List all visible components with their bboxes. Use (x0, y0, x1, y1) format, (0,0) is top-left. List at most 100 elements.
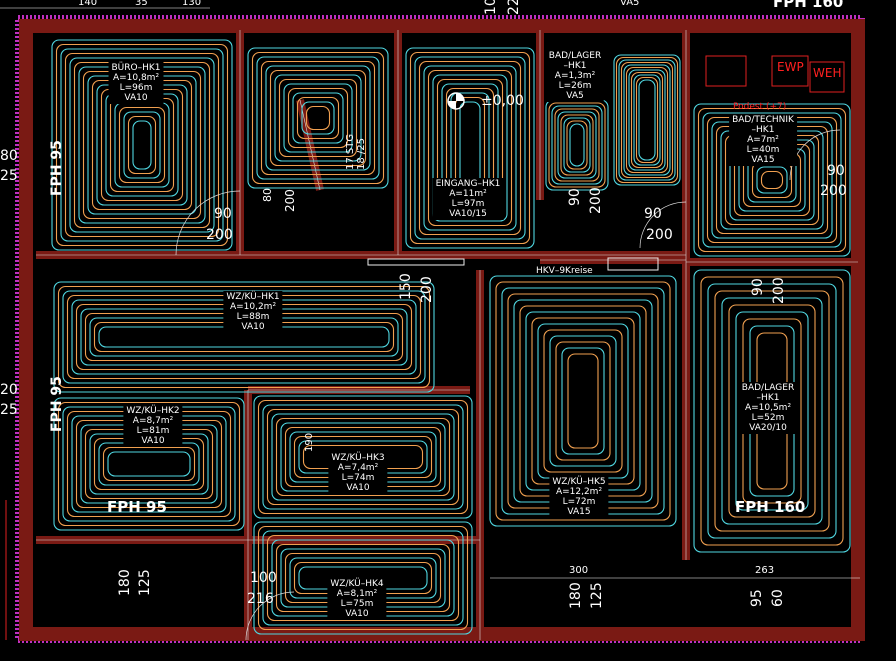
equip-box-ewp (771, 55, 809, 87)
door-dim-6a: 90 (750, 278, 766, 296)
fph95-label-vertical-top: FPH 95 (49, 140, 65, 196)
coil-badlager-bot-loop (728, 304, 816, 518)
bottom-dim-4: 216 (247, 591, 274, 607)
door-dim-6b: 200 (771, 277, 787, 304)
hkv-label: HKV–9Kreise (536, 266, 593, 276)
coil-buero-loop (118, 106, 166, 184)
fph160-label-bottom: FPH 160 (735, 498, 806, 516)
coil-eingang-loop (427, 69, 513, 227)
threshold (367, 258, 465, 266)
coil-stair-loop (292, 92, 344, 144)
door-dim-7b: 200 (283, 189, 297, 212)
coil-badlager-top-loop (551, 105, 603, 185)
coil-wzkue5-loop (549, 335, 617, 467)
coil-buero-loop (55, 43, 229, 247)
dim-left-3: 20 (0, 382, 18, 398)
coil-buero-loop (51, 39, 233, 251)
coil-wzkue3-loop (262, 404, 464, 510)
coil-wzkue5-loop (555, 341, 611, 461)
coil-wzkue5-loop (543, 329, 623, 473)
coil-buero-loop (64, 52, 220, 238)
coil-stair-loop (296, 96, 340, 140)
coil-buero-loop (127, 115, 157, 175)
coil-stair-loop (269, 69, 367, 167)
coil-eingang-loop (405, 47, 535, 249)
door-dim-1a: 90 (214, 206, 232, 222)
level-quadrant-b (448, 101, 456, 109)
top-right-dim-1: 10 (483, 0, 499, 15)
fph95-label-vertical-mid: FPH 95 (49, 376, 65, 432)
door-swing-0 (175, 190, 241, 256)
podest-label: Podest (+7) (733, 102, 787, 112)
coil-eingang-loop (418, 60, 522, 236)
coil-eingang-loop (414, 56, 526, 240)
manifold (607, 257, 659, 271)
coil-wzkue3-loop (275, 417, 451, 497)
coil-wzkue4-loop (266, 534, 460, 622)
coil-wzkue2-loop (107, 451, 191, 477)
coil-stair-loop (247, 47, 389, 189)
coil-badlager-red (613, 54, 681, 186)
coil-wzkue2-loop (102, 446, 196, 482)
coil-badlager-red-loop (618, 59, 676, 181)
coil-wzkue1-loop (53, 281, 435, 393)
weh-label: WEH (813, 66, 842, 80)
door-swing-2 (789, 129, 841, 181)
bottom-dim-9: 95 (749, 589, 765, 607)
coil-eingang-loop (423, 65, 517, 231)
dim-left-4: 25 (0, 402, 18, 418)
coil-badlager-red-loop (630, 71, 664, 169)
coil-buero-loop (69, 57, 215, 233)
coil-badlager-red-loop (623, 64, 671, 176)
coil-badtechnik-loop (697, 107, 847, 253)
coil-badlager-bot-loop (707, 283, 837, 539)
coil-badtechnik-loop (760, 170, 784, 190)
dim-left-1: 80 (0, 148, 18, 164)
coil-wzkue2-loop (57, 401, 241, 527)
coil-wzkue5-loop (561, 347, 605, 455)
fph95-label-bottom: FPH 95 (107, 498, 167, 516)
coil-badtechnik-loop (693, 103, 851, 257)
bottom-dim-5: 300 (569, 565, 589, 576)
coil-badlager-top-loop (563, 117, 591, 173)
coil-wzkue3-loop (271, 413, 455, 501)
coil-wzkue1 (53, 281, 435, 393)
coil-badlager-top-loop (569, 123, 585, 167)
coil-wzkue4-loop (253, 521, 473, 635)
coil-stair-loop (274, 74, 362, 162)
coil-eingang (405, 47, 535, 249)
coil-stair-loop (305, 105, 331, 131)
bottom-dim-2: 125 (137, 569, 153, 596)
coil-badlager-top-loop (557, 111, 597, 179)
coil-badlager-top-loop (560, 114, 594, 176)
dim-top-2: 35 (135, 0, 148, 8)
coil-badlager-red-loop (633, 74, 661, 166)
equip-box-weh (809, 61, 845, 93)
coil-badlager-red-loop (615, 56, 679, 184)
bottom-dim-1: 180 (117, 569, 133, 596)
coil-eingang-loop (409, 51, 531, 245)
coil-stair (247, 47, 389, 189)
coil-badlager-bot-loop (735, 311, 809, 511)
coil-badlager-red-loop (638, 79, 656, 161)
coil-stair-loop (260, 60, 376, 176)
coil-badlager-bot-loop (721, 297, 823, 525)
ewp-label: EWP (777, 60, 804, 74)
coil-badlager-red-loop (613, 54, 681, 186)
coil-badtechnik-loop (756, 166, 788, 194)
dim-va5-top: VA5 (620, 0, 640, 8)
coil-stair-loop (283, 83, 353, 153)
coil-stair-loop (251, 51, 385, 185)
coil-buero-loop (132, 120, 152, 170)
coil-wzkue3-loop (266, 408, 460, 506)
door-dim-3a: 90 (827, 163, 845, 179)
bottom-dim-8: 263 (755, 565, 775, 576)
door-dim-1b: 200 (206, 227, 233, 243)
coil-badlager-bot-loop (693, 269, 851, 553)
fph160-label-top: FPH 160 (773, 0, 844, 11)
door-dim-5b: 200 (588, 187, 604, 214)
coil-wzkue5-loop (567, 353, 599, 449)
